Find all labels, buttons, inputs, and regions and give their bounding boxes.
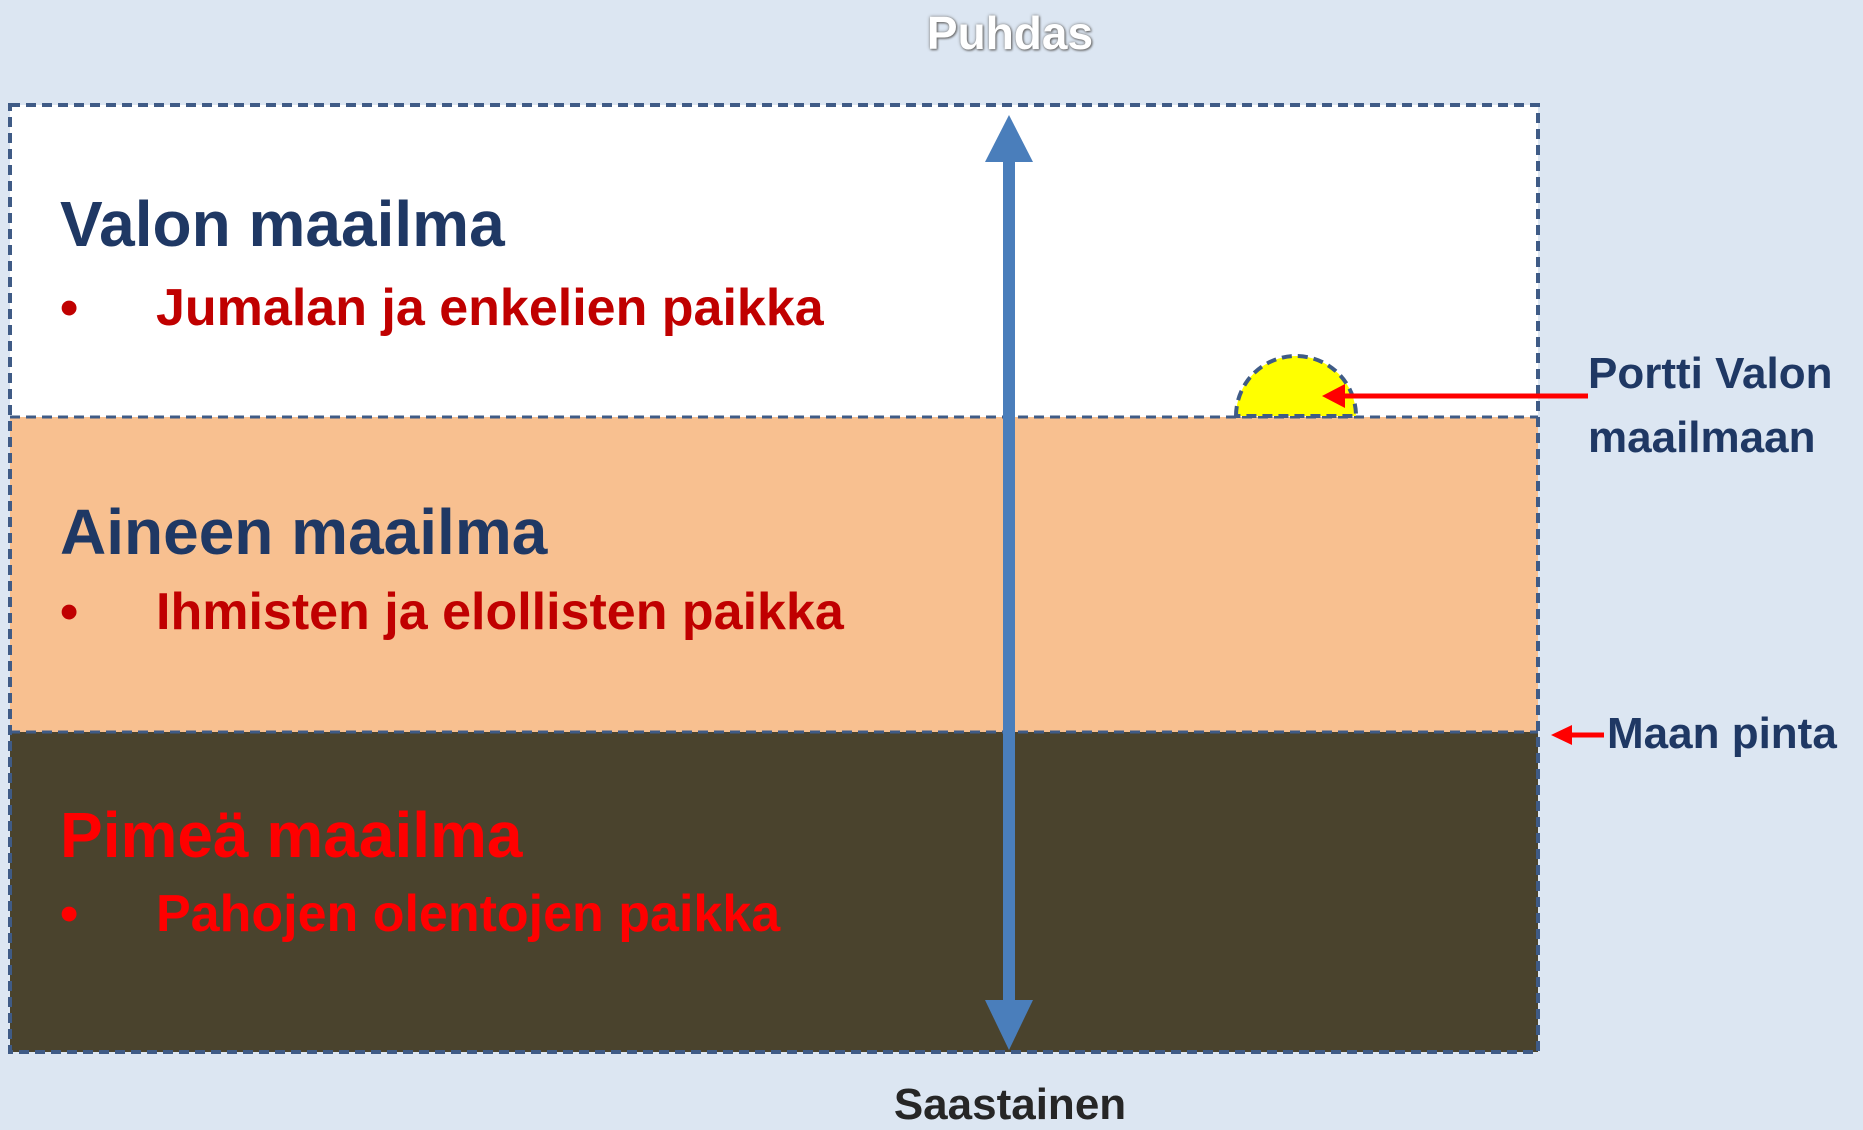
light-world-description: Jumalan ja enkelien paikka (156, 279, 824, 337)
gate-semicircle (1233, 354, 1359, 418)
axis-arrow-down-head (985, 1000, 1033, 1050)
bullet-icon: • (60, 583, 79, 641)
gate-pointer-head (1322, 384, 1345, 408)
bullet-icon: • (60, 279, 79, 337)
light-world-bullet: • Jumalan ja enkelien paikka (60, 278, 824, 338)
diagram-frame (8, 103, 1540, 1054)
band-dark-world: Pimeä maailma • Pahojen olentojen paikka (10, 732, 1538, 1052)
axis-bottom-label: Saastainen (893, 1080, 1127, 1129)
matter-world-description: Ihmisten ja elollisten paikka (156, 583, 844, 641)
axis-top-label: Puhdas (926, 7, 1094, 59)
gate-annotation-line1: Portti Valon (1588, 349, 1833, 398)
dark-world-description: Pahojen olentojen paikka (156, 885, 781, 943)
dark-world-bullet: • Pahojen olentojen paikka (60, 884, 780, 944)
gate-annotation-line2: maailmaan (1588, 413, 1816, 462)
matter-world-title: Aineen maailma (60, 496, 548, 568)
axis-arrow-up-head (985, 115, 1033, 162)
surface-annotation: Maan pinta (1607, 709, 1837, 758)
dark-world-title: Pimeä maailma (60, 799, 523, 871)
gate-annotation: Portti Valon maailmaan (1588, 342, 1832, 470)
matter-world-bullet: • Ihmisten ja elollisten paikka (60, 582, 844, 642)
surface-pointer-head (1551, 725, 1572, 745)
light-world-title: Valon maailma (60, 188, 505, 260)
band-light-world: Valon maailma • Jumalan ja enkelien paikk… (10, 105, 1538, 417)
band-matter-world: Aineen maailma • Ihmisten ja elollisten p… (10, 417, 1538, 732)
bullet-icon: • (60, 885, 79, 943)
